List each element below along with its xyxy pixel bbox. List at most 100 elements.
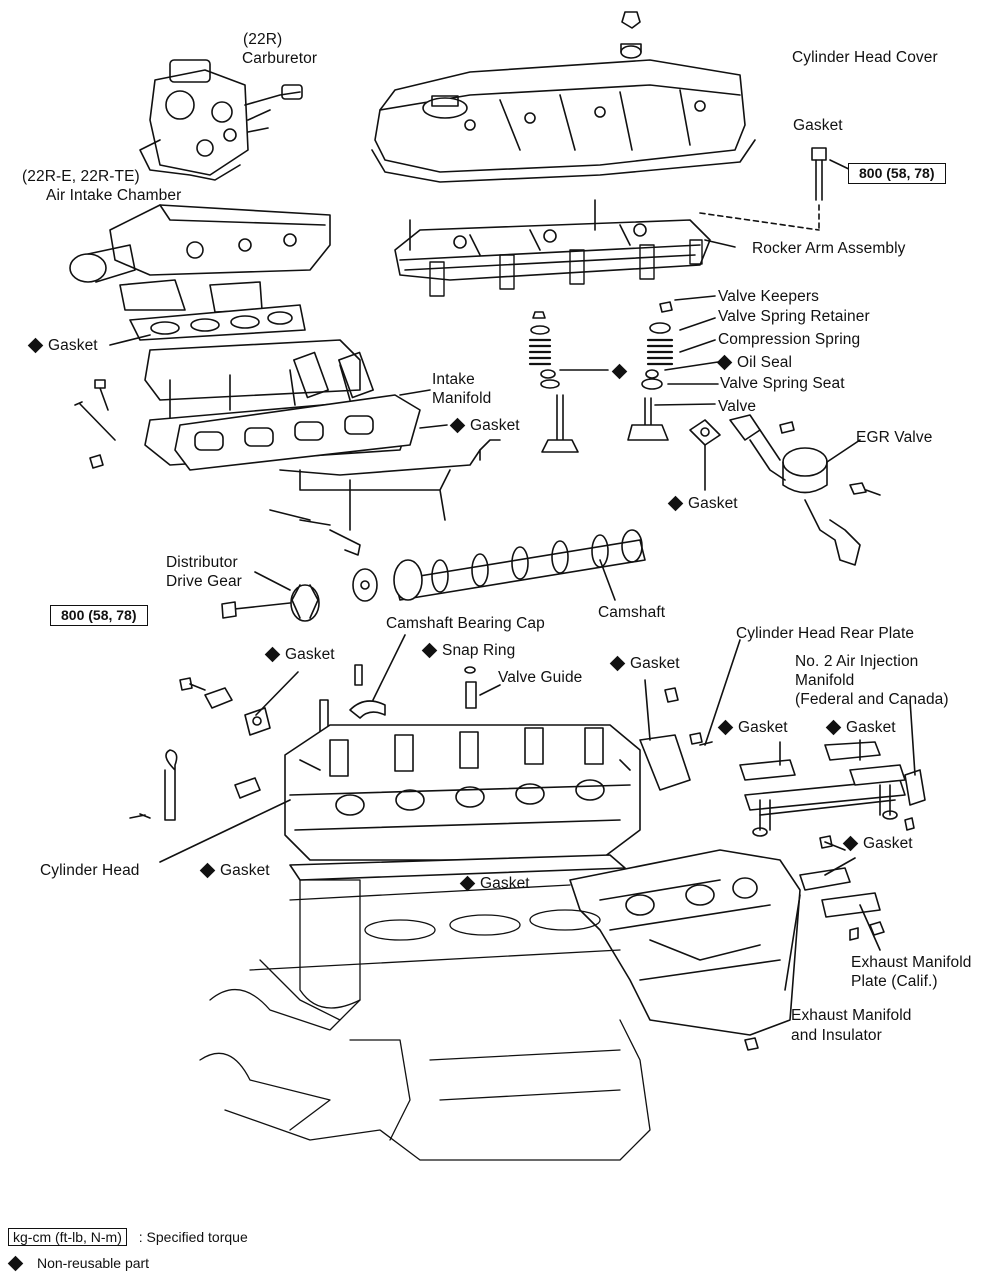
- exhaust-plate-label-1: Exhaust Manifold: [851, 954, 972, 971]
- oil-seal-label: Oil Seal: [715, 353, 792, 372]
- egr-gasket-label: Gasket: [666, 494, 738, 513]
- cylinder-head-drawing: [284, 724, 641, 861]
- air-injection-label-1: No. 2 Air Injection: [795, 653, 919, 670]
- cover-gasket-label: Gasket: [793, 117, 843, 134]
- camshaft-label: Camshaft: [598, 604, 666, 621]
- snap-ring-text: Snap Ring: [442, 642, 516, 659]
- egr-valve-label: EGR Valve: [856, 429, 933, 446]
- engine-hook-drawing: [129, 749, 261, 821]
- air-injection-label-3: (Federal and Canada): [795, 691, 949, 708]
- valve-left-diamond: [610, 362, 632, 381]
- non-reusable-icon: [609, 655, 626, 672]
- cylinder-head-cover-label: Cylinder Head Cover: [792, 49, 938, 66]
- non-reusable-icon: [7, 1256, 24, 1272]
- cover-gasket-leader: [255, 671, 299, 716]
- air-inj-gasket-right-text: Gasket: [846, 719, 896, 736]
- legend-torque: kg-cm (ft-lb, N-m) : Specified torque: [8, 1228, 248, 1246]
- exhaust-insulator-label-2: and Insulator: [791, 1027, 882, 1044]
- exhaust-plate-gasket-text: Gasket: [863, 835, 913, 852]
- head-bolt-drawing: [699, 147, 856, 231]
- air-intake-chamber-label: Air Intake Chamber: [46, 187, 182, 204]
- air-inj-gasket-left-text: Gasket: [738, 719, 788, 736]
- egr-valve-drawing: [689, 414, 881, 566]
- exhaust-gasket-text: Gasket: [480, 875, 530, 892]
- legend-nonreusable-desc: Non-reusable part: [37, 1255, 150, 1271]
- head-gasket-label: Gasket: [198, 861, 270, 880]
- non-reusable-icon: [842, 835, 859, 852]
- snap-ring-label: Snap Ring: [420, 641, 515, 660]
- intake-gasket-text: Gasket: [470, 417, 520, 434]
- non-reusable-icon: [716, 354, 733, 371]
- chamber-gasket-leader: [109, 334, 151, 346]
- rear-plate-gasket-text: Gasket: [630, 655, 680, 672]
- valve-keepers-label: Valve Keepers: [718, 288, 819, 305]
- legend-torque-unit: kg-cm (ft-lb, N-m): [8, 1228, 127, 1246]
- rear-plate-gasket-label: Gasket: [608, 654, 680, 673]
- engine-block-drawing: [199, 879, 651, 1161]
- non-reusable-icon: [667, 495, 684, 512]
- non-reusable-icon: [199, 862, 216, 879]
- distributor-drive-gear-label-1: Distributor: [166, 554, 238, 571]
- non-reusable-icon: [825, 719, 842, 736]
- exhaust-plate-label-2: Plate (Calif.): [851, 973, 938, 990]
- air-injection-label-2: Manifold: [795, 672, 855, 689]
- exhaust-gasket-label: Gasket: [458, 874, 530, 893]
- non-reusable-icon: [449, 417, 466, 434]
- rocker-arm-assembly-drawing: [394, 199, 711, 297]
- exhaust-plate-drawing: [799, 817, 915, 951]
- non-reusable-icon: [611, 363, 628, 380]
- legend-torque-desc: : Specified torque: [138, 1229, 248, 1245]
- emission-pipes-drawing: [269, 439, 501, 556]
- valve-guide-label: Valve Guide: [498, 669, 583, 686]
- cylinder-head-rear-plate-label: Cylinder Head Rear Plate: [736, 625, 915, 642]
- non-reusable-icon: [421, 642, 438, 659]
- exhaust-plate-gasket-label: Gasket: [841, 834, 913, 853]
- camshaft-leader: [599, 559, 616, 601]
- non-reusable-icon: [27, 337, 44, 354]
- non-reusable-icon: [264, 646, 281, 663]
- cylinder-head-cover-drawing: [371, 11, 756, 183]
- exhaust-manifold-drawing: [569, 849, 801, 1051]
- camshaft-bearing-cap-drawing: [349, 664, 386, 719]
- bearing-cap-leader: [372, 634, 406, 701]
- intake-manifold-leader: [399, 389, 431, 396]
- carburetor-model-label: (22R): [243, 31, 283, 48]
- non-reusable-icon: [717, 719, 734, 736]
- valve-label: Valve: [718, 398, 757, 415]
- cylinder-head-label: Cylinder Head: [40, 862, 140, 879]
- intake-manifold-label-1: Intake: [432, 371, 475, 388]
- head-gasket-text: Gasket: [220, 862, 270, 879]
- distributor-drive-gear-label-2: Drive Gear: [166, 573, 242, 590]
- carburetor-label: Carburetor: [242, 50, 318, 67]
- air-injection-manifold-drawing: [739, 699, 926, 837]
- oil-seal-text: Oil Seal: [737, 354, 793, 371]
- exhaust-insulator-label-1: Exhaust Manifold: [791, 1007, 912, 1024]
- distributor-drive-gear-drawing: [221, 568, 378, 622]
- service-hole-cover-drawing: [179, 677, 329, 741]
- drive-gear-leader: [254, 571, 291, 591]
- camshaft-bearing-cap-label: Camshaft Bearing Cap: [386, 615, 545, 632]
- intake-gasket-drawing: [174, 394, 421, 471]
- torque-spec-top: 800 (58, 78): [848, 163, 946, 184]
- air-intake-chamber-drawing: [69, 204, 331, 313]
- rear-plate-gasket-leader: [644, 679, 651, 741]
- intake-manifold-label-2: Manifold: [432, 390, 492, 407]
- head-gasket-drawing: [289, 854, 626, 881]
- camshaft-drawing: [393, 529, 646, 601]
- snap-ring-valve-guide-drawing: [464, 666, 501, 709]
- carburetor-drawing: [139, 59, 303, 181]
- cover-plate-gasket-label: Gasket: [263, 645, 335, 664]
- valve-set-left-drawing: [528, 311, 609, 453]
- intake-gasket-label: Gasket: [448, 416, 520, 435]
- valve-spring-seat-label: Valve Spring Seat: [720, 375, 845, 392]
- cover-plate-gasket-text: Gasket: [285, 646, 335, 663]
- air-intake-model-label: (22R-E, 22R-TE): [22, 168, 140, 185]
- rocker-arm-assembly-label: Rocker Arm Assembly: [752, 240, 906, 257]
- legend-nonreusable: Non-reusable part: [7, 1254, 150, 1272]
- intake-gasket-leader: [419, 424, 448, 429]
- cylinder-head-leader: [159, 799, 291, 863]
- chamber-gasket-label: Gasket: [26, 336, 98, 355]
- chamber-gasket-text: Gasket: [48, 337, 98, 354]
